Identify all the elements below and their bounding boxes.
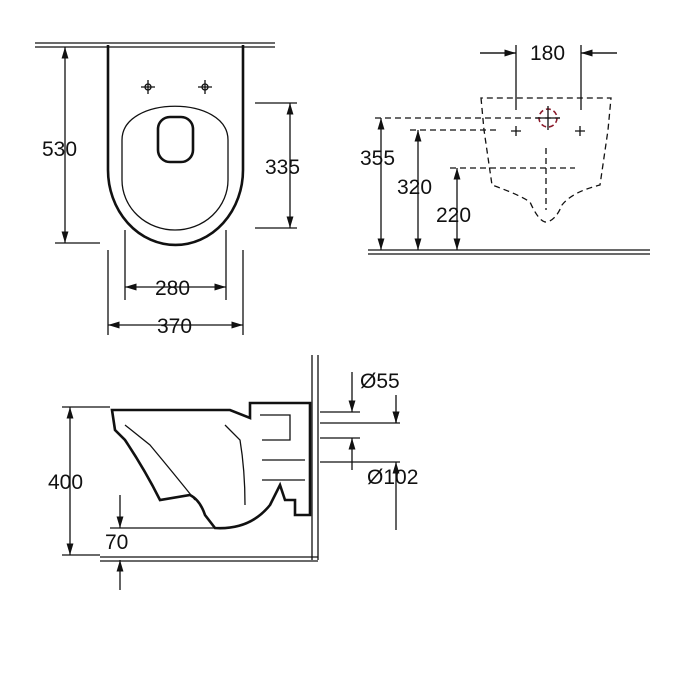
wall-line	[311, 355, 319, 560]
bowl-hole	[156, 115, 195, 164]
dim-label-335: 335	[265, 156, 300, 179]
top-view: 530 335 280 370	[35, 42, 300, 338]
dashed-outline	[480, 97, 612, 223]
seat-opening	[121, 105, 229, 231]
wall-line	[35, 42, 275, 48]
bowl-outline	[106, 45, 245, 247]
dim-label-400: 400	[48, 471, 83, 494]
dim-label-outlet-diameter: Ø102	[367, 466, 418, 489]
dim-label-inlet-diameter: Ø55	[360, 370, 400, 393]
toilet-profile	[110, 401, 312, 530]
dim-label-70: 70	[105, 531, 128, 554]
fixing-cross-icon	[141, 80, 155, 94]
dim-label-355: 355	[360, 147, 395, 170]
fixing-cross-icon	[198, 80, 212, 94]
dim-label-220: 220	[436, 204, 471, 227]
dim-label-320: 320	[397, 176, 432, 199]
dim-label-180: 180	[530, 42, 565, 65]
wall-view: 180 355 320 220	[360, 42, 650, 255]
fixing-cross-icon	[511, 126, 585, 136]
dim-label-280: 280	[155, 277, 190, 300]
toilet-inner-lines	[124, 414, 305, 506]
floor-line	[368, 249, 650, 255]
dim-label-370: 370	[157, 315, 192, 338]
floor-line	[100, 556, 318, 562]
side-view: 400 70 Ø55 Ø102	[48, 355, 418, 590]
dim-label-530: 530	[42, 138, 77, 161]
